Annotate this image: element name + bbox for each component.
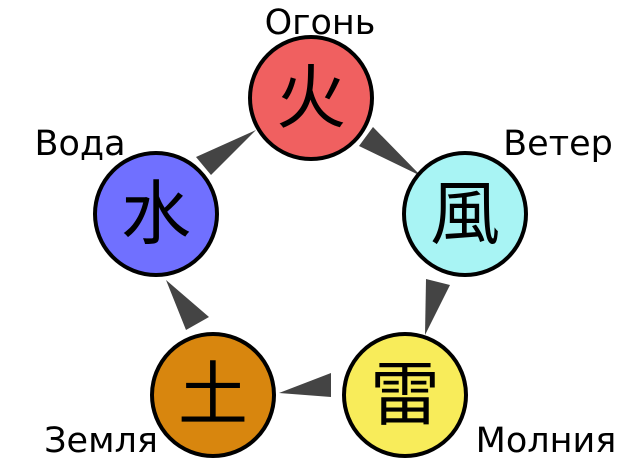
node-earth: 土 Земля xyxy=(44,332,276,461)
arrow-wind-to-lightning-icon xyxy=(425,279,450,335)
wind-glyph: 風 xyxy=(430,173,500,255)
node-water: 水 Вода xyxy=(34,124,219,277)
arrow-water-to-fire-icon xyxy=(196,130,256,175)
earth-circle xyxy=(150,332,276,458)
lightning-glyph: 雷 xyxy=(370,354,440,436)
node-fire: 火 Огонь xyxy=(248,3,376,161)
fire-label: Огонь xyxy=(265,3,376,43)
lightning-circle xyxy=(342,332,468,458)
lightning-label: Молния xyxy=(476,421,617,461)
arrow-lightning-to-earth-icon xyxy=(279,373,331,397)
arrow-fire-to-wind-icon xyxy=(359,127,421,176)
water-label: Вода xyxy=(34,124,125,164)
node-wind: 風 Ветер xyxy=(402,124,613,277)
water-circle xyxy=(93,151,219,277)
fire-glyph: 火 xyxy=(276,57,346,139)
cycle-arrows xyxy=(166,127,450,397)
earth-glyph: 土 xyxy=(178,354,248,436)
node-lightning: 雷 Молния xyxy=(342,332,617,461)
wind-circle xyxy=(402,151,528,277)
arrow-earth-to-water-icon xyxy=(166,280,209,330)
water-glyph: 水 xyxy=(121,173,191,255)
fire-circle xyxy=(248,35,374,161)
earth-label: Земля xyxy=(44,421,158,461)
wind-label: Ветер xyxy=(503,124,613,164)
